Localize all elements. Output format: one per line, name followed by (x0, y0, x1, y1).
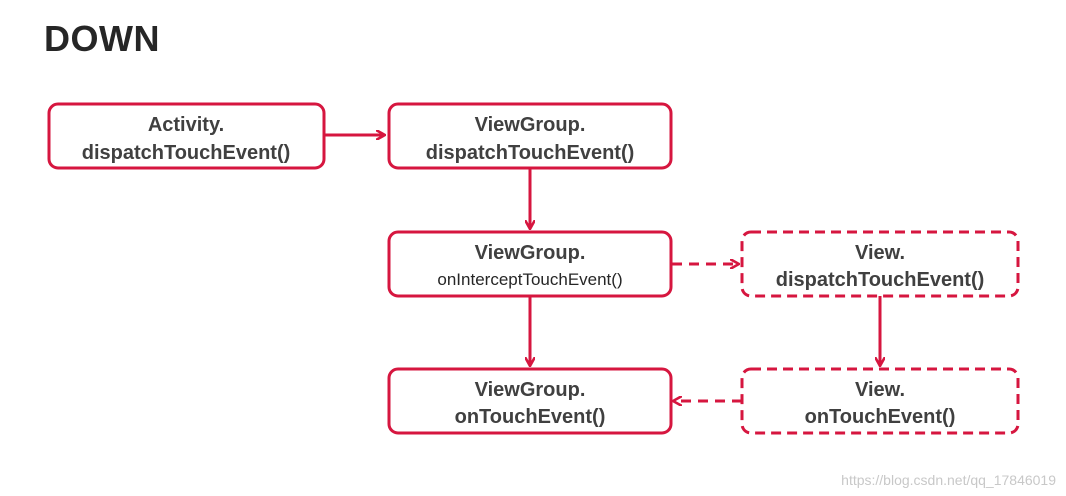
node-label-line2: dispatchTouchEvent() (776, 269, 985, 291)
node-box (387, 230, 673, 298)
node-view-dispatch: View. dispatchTouchEvent() (740, 230, 1020, 298)
node-label-line1: ViewGroup. (475, 242, 586, 264)
node-activity-dispatch: Activity. dispatchTouchEvent() (47, 102, 326, 170)
node-label-line1: View. (855, 379, 905, 401)
node-label-line2: onTouchEvent() (455, 406, 606, 428)
node-label-line2: onTouchEvent() (805, 406, 956, 428)
node-label-line1: Activity. (148, 114, 224, 136)
node-box (387, 367, 673, 435)
node-label-line2: onInterceptTouchEvent() (437, 270, 622, 289)
node-viewgroup-dispatch: ViewGroup. dispatchTouchEvent() (387, 102, 673, 170)
diagram-title: DOWN (44, 18, 160, 59)
node-label-line2: dispatchTouchEvent() (426, 142, 635, 164)
node-box (740, 367, 1020, 435)
node-label-line2: dispatchTouchEvent() (82, 142, 291, 164)
node-label-line1: ViewGroup. (475, 379, 586, 401)
node-label-line1: View. (855, 242, 905, 264)
node-box (47, 102, 326, 170)
node-viewgroup-ontouch: ViewGroup. onTouchEvent() (387, 367, 673, 435)
node-label-line1: ViewGroup. (475, 114, 586, 136)
watermark: https://blog.csdn.net/qq_17846019 (841, 472, 1056, 488)
node-box (387, 102, 673, 170)
node-viewgroup-intercept: ViewGroup. onInterceptTouchEvent() (387, 230, 673, 298)
node-view-ontouch: View. onTouchEvent() (740, 367, 1020, 435)
node-box (740, 230, 1020, 298)
